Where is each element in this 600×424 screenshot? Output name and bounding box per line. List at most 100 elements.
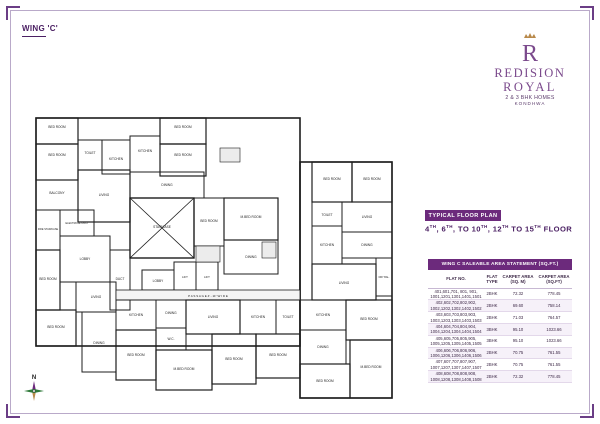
brand-location: KONDHWA (514, 101, 546, 106)
room-label: TOILET (282, 315, 293, 319)
plan-wall (35, 179, 79, 211)
plan-wall (109, 249, 131, 311)
plan-wall (35, 143, 79, 181)
table-cell-type: 3BHK (484, 323, 500, 336)
room-label: LIVING (339, 281, 350, 285)
brand-logo: R REDISION ROYAL 2 & 3 BHK HOMES KONDHWA (480, 32, 580, 106)
table-cell-sqm: 70.75 (500, 358, 536, 372)
table-cell-sqm: 70.75 (500, 347, 536, 360)
plan-line (129, 197, 195, 259)
room-label: M.BED ROOM (361, 365, 382, 369)
room-label: LOBBY (153, 279, 165, 283)
room-label: KITCHEN (129, 313, 144, 317)
table-cell-sqm: 72.32 (500, 370, 536, 383)
floor-plan-drawing: BED ROOM BED ROOM TOILET KITCHEN KITCHEN BED … (35, 117, 393, 399)
room-label: LOBBY (80, 257, 92, 261)
room-label: LIVING (208, 315, 219, 319)
room-label: M.BED ROOM (174, 367, 195, 371)
plan-wall (223, 239, 279, 275)
crown-monogram-icon: R (522, 33, 538, 64)
room-label: DINING (93, 341, 105, 345)
col-flat-type: FLAT TYPE (484, 270, 500, 289)
col-carpet-sqft: CARPET AREA (SQ.FT) (536, 270, 572, 289)
room-label: LIVING (99, 193, 110, 197)
plan-wall (219, 147, 241, 163)
room-label: BED ROOM (360, 317, 378, 321)
corner-ornament (6, 404, 20, 418)
table-row: 406,606,706,806,906, 1006,1206,1306,1406… (428, 347, 572, 360)
col-carpet-sqm: CARPET AREA (SQ. M) (500, 270, 536, 289)
table-cell-flat: 406,606,706,806,906, 1006,1206,1306,1406… (428, 347, 484, 360)
wing-title-underline (22, 36, 46, 37)
brand-tagline: 2 & 3 BHK HOMES (505, 95, 555, 101)
brand-name-line1: REDISION (494, 66, 566, 80)
corner-ornament (580, 6, 594, 20)
table-row: 402,602,702,802,902, 1002,1202,1302,1402… (428, 299, 572, 313)
table-cell-flat: 408,608,708,808,908, 1008,1208,1308,1408… (428, 370, 484, 383)
table-cell-sqft: 778.45 (536, 370, 572, 383)
table-cell-type: 2BHK (484, 311, 500, 324)
room-label: BED ROOM (174, 125, 192, 129)
room-label: KITCHEN (138, 149, 153, 153)
table-cell-sqm: 71.03 (500, 311, 536, 324)
room-label: KITCHEN (109, 157, 124, 161)
plan-wall (129, 135, 161, 173)
plan-wall (159, 143, 207, 177)
table-cell-sqft: 761.55 (536, 358, 572, 372)
table-row: 403,603,703,803,903, 1003,1203,1303,1403… (428, 311, 572, 324)
room-label: BED ROOM (363, 177, 381, 181)
room-label: LIVING (91, 295, 102, 299)
room-label: DINING (165, 311, 177, 315)
table-cell-type: 2BHK (484, 288, 500, 301)
table-cell-flat: 401,601,701, 801, 901, 1001,1201,1301,14… (428, 288, 484, 301)
room-label: BED ROOM (200, 219, 218, 223)
corner-ornament (6, 6, 20, 20)
room-label: KITCHEN (320, 243, 335, 247)
room-label: BED ROOM (316, 379, 334, 383)
room-label: LIFT (182, 275, 188, 279)
room-label: BALCONY (49, 191, 65, 195)
room-label: BED ROOM (323, 177, 341, 181)
room-label: DINING (245, 255, 257, 259)
table-cell-sqft: 761.55 (536, 347, 572, 360)
plan-wall (35, 309, 77, 347)
area-table-title: WING C SALEABLE AREA STATEMENT (SQ.FT.) (428, 259, 572, 270)
room-label: BED ROOM (269, 353, 287, 357)
table-cell-sqm: 72.32 (500, 288, 536, 301)
room-label: TOILET (84, 151, 95, 155)
table-row: 408,608,708,808,908, 1008,1208,1308,1408… (428, 370, 572, 383)
room-label: DINING (161, 183, 173, 187)
table-row: 407,607,707,807,907, 1007,1207,1307,1407… (428, 358, 572, 372)
room-label: DRY BAL. (379, 276, 390, 279)
plan-wall (35, 117, 79, 145)
table-cell-flat: 407,607,707,807,907, 1007,1207,1307,1407… (428, 358, 484, 372)
table-cell-type: 2BHK (484, 370, 500, 383)
table-cell-sqm: 69.60 (500, 299, 536, 313)
plan-wall (261, 241, 277, 259)
table-cell-flat: 402,602,702,802,902, 1002,1202,1302,1402… (428, 299, 484, 313)
room-label: W.C. (168, 337, 175, 341)
wing-title: WING 'C' (22, 24, 58, 33)
table-row: 405,605,705,805,905, 1005,1205,1305,1405… (428, 335, 572, 348)
room-label: STAIRCASE (153, 225, 171, 229)
table-cell-sqft: 764.57 (536, 311, 572, 324)
room-label: BED ROOM (174, 153, 192, 157)
table-cell-sqft: 1023.66 (536, 335, 572, 348)
table-cell-sqm: 95.10 (500, 323, 536, 336)
room-label: KITCHEN (251, 315, 266, 319)
room-label: M.BED ROOM (241, 215, 262, 219)
room-label: ELECTRICAL DUCT (66, 222, 89, 225)
plan-wall (223, 197, 279, 241)
table-cell-type: 2BHK (484, 358, 500, 372)
table-cell-type: 3BHK (484, 335, 500, 348)
room-label: BED ROOM (39, 277, 57, 281)
plan-wall (195, 245, 221, 263)
table-row: 401,601,701, 801, 901, 1001,1201,1301,14… (428, 288, 572, 301)
room-label: TOILET (321, 213, 332, 217)
table-cell-flat: 403,603,703,803,903, 1003,1203,1303,1403… (428, 311, 484, 324)
plan-wall (159, 117, 207, 145)
plan-wall (311, 161, 353, 203)
table-row: 404,604,704,804,904, 1004,1204,1304,1404… (428, 323, 572, 336)
room-label: KITCHEN (316, 313, 331, 317)
corner-ornament (580, 404, 594, 418)
